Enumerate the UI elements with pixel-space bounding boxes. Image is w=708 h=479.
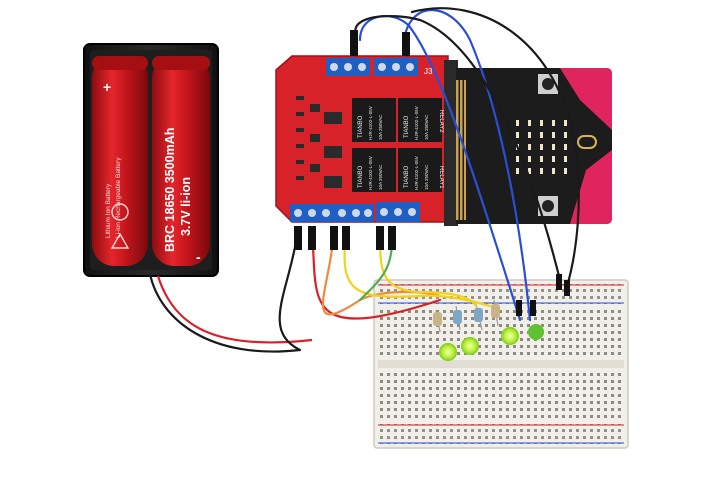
relay-label-1: RELAY1 <box>438 166 444 189</box>
svg-text:TIANBO: TIANBO <box>358 165 364 188</box>
power-rail-bottom <box>378 424 624 444</box>
svg-text:HJR-4102-L-05V: HJR-4102-L-05V <box>414 106 419 140</box>
wire-black-1 <box>354 14 562 282</box>
resistor-3 <box>474 303 483 331</box>
led-2 <box>461 337 479 355</box>
svg-text:10A 250VAC: 10A 250VAC <box>424 114 429 140</box>
smd-components <box>296 96 342 188</box>
wire-red <box>310 230 442 320</box>
relay-label-2: RELAY2 <box>438 110 444 133</box>
recycle-icon <box>111 203 129 221</box>
terminal-block-bottom-left <box>290 204 334 222</box>
terminal-block-top-right <box>374 58 418 76</box>
edge-connector-slot <box>444 60 458 226</box>
battery-leads <box>148 273 313 353</box>
svg-text:10A 250VAC: 10A 250VAC <box>378 164 383 190</box>
header-label: J3 <box>424 67 433 76</box>
svg-text:TIANBO: TIANBO <box>358 115 364 138</box>
resistor-4 <box>491 299 500 327</box>
relay-shield: J3 TIANBO HJR-4102-L-05V 10A 250VAC TIAN… <box>275 55 458 226</box>
center-channel <box>378 360 624 368</box>
terminal-block-top-left <box>326 58 370 76</box>
wire-blue-2 <box>402 8 532 322</box>
resistor-2 <box>453 305 462 331</box>
leds <box>439 324 544 361</box>
wire-black-2 <box>410 7 580 292</box>
battery-cell-left-line1: Li-ion Rechargeable Battery <box>115 157 122 238</box>
svg-text:TIANBO: TIANBO <box>404 165 410 188</box>
battery-voltage-label: 3.7V li-ion <box>179 177 193 236</box>
led-4 <box>528 324 544 340</box>
battery-cell-right: BRC 18650 3500mAh 3.7V li-ion <box>152 56 210 266</box>
battery-cell-left-brand: Lithium Ion Battery <box>105 183 112 238</box>
svg-text:HJR-4102-L-05V: HJR-4102-L-05V <box>414 156 419 190</box>
led-1 <box>439 343 457 361</box>
jumper-wires <box>278 7 580 352</box>
battery-holder: + Lithium Ion Battery Li-ion Rechargeabl… <box>83 43 219 277</box>
microbit-led-matrix <box>516 120 567 174</box>
terminal-strip-bottom <box>378 370 624 420</box>
microbit-board <box>456 68 612 224</box>
breadboard <box>373 279 629 449</box>
microbit-touch-logo-icon <box>577 135 597 149</box>
microbit-edge-pins <box>456 80 466 220</box>
resistor-1 <box>433 309 442 333</box>
terminal-block-bottom-right <box>376 202 420 222</box>
battery-cell-left: + Lithium Ion Battery Li-ion Rechargeabl… <box>92 56 148 266</box>
relay-3: TIANBO HJR-4102-L-05V 10A 250VAC <box>352 148 396 192</box>
battery-polarity-plus: + <box>103 79 111 95</box>
svg-text:TIANBO: TIANBO <box>404 115 410 138</box>
svg-text:10A 250VAC: 10A 250VAC <box>378 114 383 140</box>
microbit-button-b[interactable] <box>538 196 558 216</box>
svg-text:HJR-4102-L-05V: HJR-4102-L-05V <box>368 156 373 190</box>
svg-text:10A 250VAC: 10A 250VAC <box>424 164 429 190</box>
resistors <box>433 299 500 333</box>
dupont-connectors <box>294 30 570 316</box>
svg-text:HJR-4102-L-05V: HJR-4102-L-05V <box>368 106 373 140</box>
relay-2: TIANBO HJR-4102-L-05V 10A 250VAC <box>398 98 442 142</box>
terminal-strip-top <box>378 308 624 358</box>
relay-1: TIANBO HJR-4102-L-05V 10A 250VAC <box>352 98 396 142</box>
wire-yellow-2 <box>378 230 478 308</box>
battery-polarity-minus: - <box>196 249 201 265</box>
warning-icon <box>110 232 130 249</box>
relay-4: TIANBO HJR-4102-L-05V 10A 250VAC <box>398 148 442 192</box>
terminal-block-bottom-mid <box>334 204 374 222</box>
led-3 <box>501 327 519 345</box>
power-rail-top <box>378 284 624 304</box>
battery-model-label: BRC 18650 3500mAh <box>163 128 177 252</box>
wire-yellow-1 <box>343 230 492 308</box>
